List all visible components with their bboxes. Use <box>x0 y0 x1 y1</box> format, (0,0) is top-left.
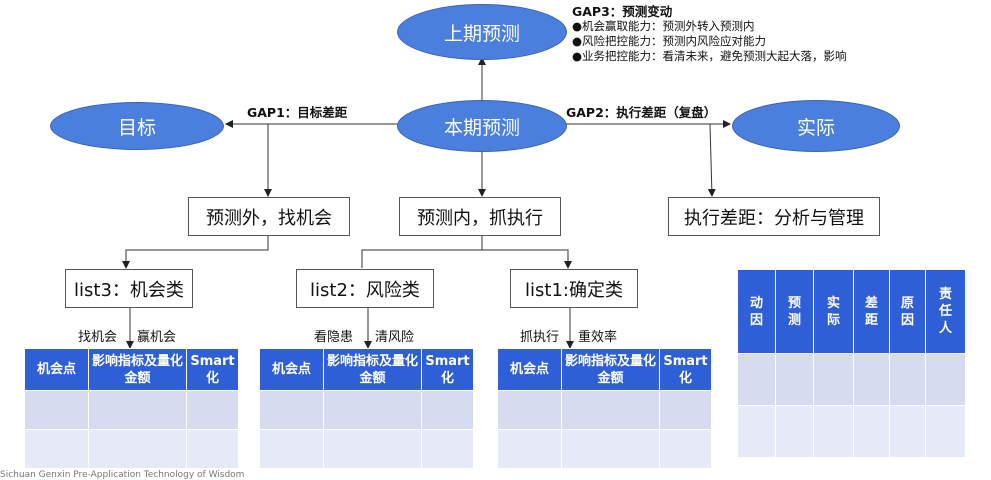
last-forecast-ellipse: 上期预测 <box>397 4 567 60</box>
table-header: 预测 <box>775 269 814 354</box>
table-header: 责任人 <box>925 269 966 354</box>
gap3-item: ●业务把控能力：看清未来，避免预测大起大落，影响 <box>572 49 847 63</box>
list3-table: 机会点 影响指标及量化金额 Smart化 <box>24 348 239 469</box>
list2-table: 机会点 影响指标及量化金额 Smart化 <box>259 348 474 469</box>
list2-box: list2：风险类 <box>296 269 434 308</box>
review-table: 动因 预测 实际 差距 原因 责任人 <box>737 269 966 458</box>
outside-forecast-box: 预测外，找机会 <box>188 197 350 236</box>
table-row <box>497 390 712 430</box>
gap3-item: ●机会赢取能力：预测外转入预测内 <box>572 19 755 33</box>
list2-action-right: 清风险 <box>375 330 415 345</box>
table-row <box>24 429 239 469</box>
list1-action-left: 抓执行 <box>520 330 560 345</box>
last-forecast-label: 上期预测 <box>443 22 520 45</box>
list3-box: list3：机会类 <box>65 269 193 308</box>
table-header: Smart化 <box>186 348 239 391</box>
gap3-block: GAP3：预测变动 ●机会赢取能力：预测外转入预测内 ●风险把控能力：预测内风险… <box>572 4 847 64</box>
target-ellipse: 目标 <box>50 102 224 150</box>
table-header: 差距 <box>853 269 890 354</box>
table-row <box>259 429 474 469</box>
target-label: 目标 <box>117 116 156 139</box>
arrow-to-list3 <box>122 236 269 269</box>
table-row <box>737 405 966 458</box>
inside-forecast-box: 预测内，抓执行 <box>399 197 561 236</box>
table-row <box>497 429 712 469</box>
list1-table: 机会点 影响指标及量化金额 Smart化 <box>497 348 712 469</box>
actual-ellipse: 实际 <box>732 100 900 152</box>
table-row <box>737 353 966 406</box>
table-header: 机会点 <box>24 348 89 391</box>
table-header: Smart化 <box>659 348 712 391</box>
table-header: 影响指标及量化金额 <box>323 348 422 391</box>
table-row <box>259 390 474 430</box>
table-header: 实际 <box>813 269 854 354</box>
gap2-label: GAP2：执行差距（复盘） <box>566 105 717 120</box>
current-forecast-label: 本期预测 <box>443 116 520 139</box>
gap1-label: GAP1：目标差距 <box>247 105 348 120</box>
list2-action-left: 看隐患 <box>314 330 354 345</box>
table-header: 机会点 <box>497 348 562 391</box>
table-header: Smart化 <box>421 348 474 391</box>
gap3-title: GAP3：预测变动 <box>572 4 673 19</box>
gap3-item: ●风险把控能力：预测内风险应对能力 <box>572 34 767 48</box>
table-header: 动因 <box>737 269 776 354</box>
list3-action-left: 找机会 <box>78 330 118 345</box>
list1-action-right: 重效率 <box>578 330 618 345</box>
arrow-to-list1 <box>361 249 572 269</box>
exec-gap-box: 执行差距：分析与管理 <box>668 197 880 236</box>
list3-action-right: 赢机会 <box>137 330 177 345</box>
current-forecast-ellipse: 本期预测 <box>397 100 567 152</box>
footnote: Sichuan Genxin Pre-Application Technolog… <box>0 470 245 480</box>
arrow-to-exec-gap-box <box>707 123 716 197</box>
table-header: 影响指标及量化金额 <box>88 348 187 391</box>
table-row <box>24 390 239 430</box>
table-header: 影响指标及量化金额 <box>561 348 660 391</box>
actual-label: 实际 <box>796 116 835 139</box>
table-header: 机会点 <box>259 348 324 391</box>
list1-box: list1:确定类 <box>510 269 638 308</box>
table-header: 原因 <box>889 269 926 354</box>
